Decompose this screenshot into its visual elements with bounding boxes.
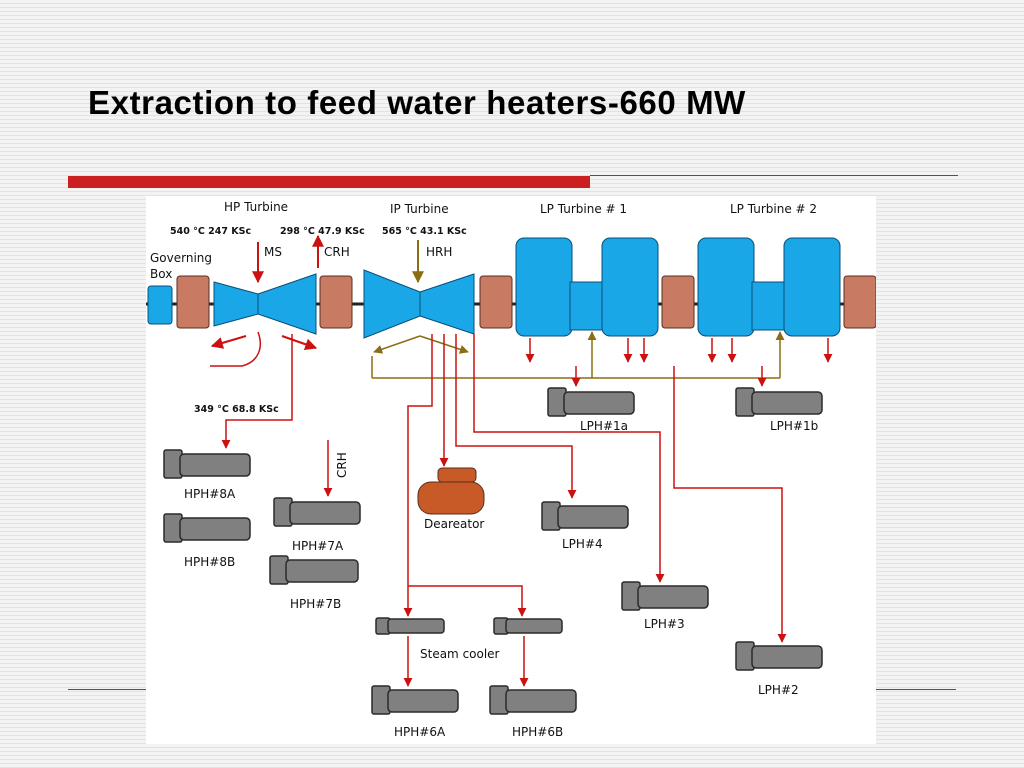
diagram-canvas: HP Turbine IP Turbine LP Turbine # 1 LP … [146,200,876,739]
lp-extraction-lines [525,338,833,643]
hp-leakoff-curve [210,331,262,367]
lph1b-label: LPH#1b [770,419,818,433]
bearing-casing-4 [661,275,695,329]
bearing-casing-1 [176,275,210,329]
extraction-diagram: HP Turbine IP Turbine LP Turbine # 1 LP … [146,196,876,744]
lph1a-label: LPH#1a [580,419,628,433]
governing-box-label-line-1: Governing [150,251,212,265]
hrh-conditions-label: 565 °C 43.1 KSc [382,226,467,237]
hph6b-heater [489,685,577,715]
hp-leakoff-arrow-left [210,335,247,349]
deaerator [417,467,485,515]
hp-turbine-label: HP Turbine [224,200,288,214]
ip-turbine-label: IP Turbine [390,202,449,216]
hph7b-label: HPH#7B [290,597,341,611]
lph2-heater [735,641,823,671]
steam-cooler-b [493,617,563,635]
lph2-label: LPH#2 [758,683,799,697]
hp-extraction-conditions-label: 349 °C 68.8 KSc [194,404,279,415]
hph6b-label: HPH#6B [512,725,563,739]
lp-turbine-2-label: LP Turbine # 2 [730,202,817,216]
hph8b-heater [163,513,251,543]
lp-turbine-2 [697,237,841,337]
bearing-casing-5 [843,275,876,329]
crh-label: CRH [324,245,350,259]
hph8b-label: HPH#8B [184,555,235,569]
ip-extraction-lines [403,334,665,617]
crh-vertical-label: CRH [335,452,349,478]
lph1a-heater [547,387,635,417]
steam-cooler-a [375,617,445,635]
title-underline-bar [68,176,590,188]
governing-box-label-line-2: Box [150,267,172,281]
ms-label: MS [264,245,282,259]
hph7b-heater [269,555,359,585]
heaters [163,387,823,715]
footer-rule-left [68,689,146,690]
lp-turbine-1 [515,237,659,337]
bearing-casing-2 [319,275,353,329]
steam-cooler-label: Steam cooler [420,647,500,661]
hph8a-label: HPH#8A [184,487,236,501]
lph3-heater [621,581,709,611]
slide-title: Extraction to feed water heaters-660 MW [88,84,746,121]
lph3-label: LPH#3 [644,617,685,631]
hph7a-heater [273,497,361,527]
hp-leakoff-arrow-right [281,335,318,351]
hp-turbine [213,273,317,335]
lp-turbine-1-label: LP Turbine # 1 [540,202,627,216]
governing-box [147,285,173,325]
lph1b-heater [735,387,823,417]
hp-extraction-line [221,334,293,449]
hph7a-label: HPH#7A [292,539,344,553]
ms-conditions-label: 540 °C 247 KSc [170,226,251,237]
lph4-heater [541,501,629,531]
hph8a-heater [163,449,251,479]
hph6a-heater [371,685,459,715]
bearing-casing-3 [479,275,513,329]
footer-rule-right [876,689,956,690]
hrh-label: HRH [426,245,452,259]
deaerator-label: Deareator [424,517,484,531]
hph6a-label: HPH#6A [394,725,446,739]
crh-conditions-label: 298 °C 47.9 KSc [280,226,365,237]
title-underline-rule [590,175,958,176]
ip-turbine [363,269,475,339]
lph4-label: LPH#4 [562,537,603,551]
